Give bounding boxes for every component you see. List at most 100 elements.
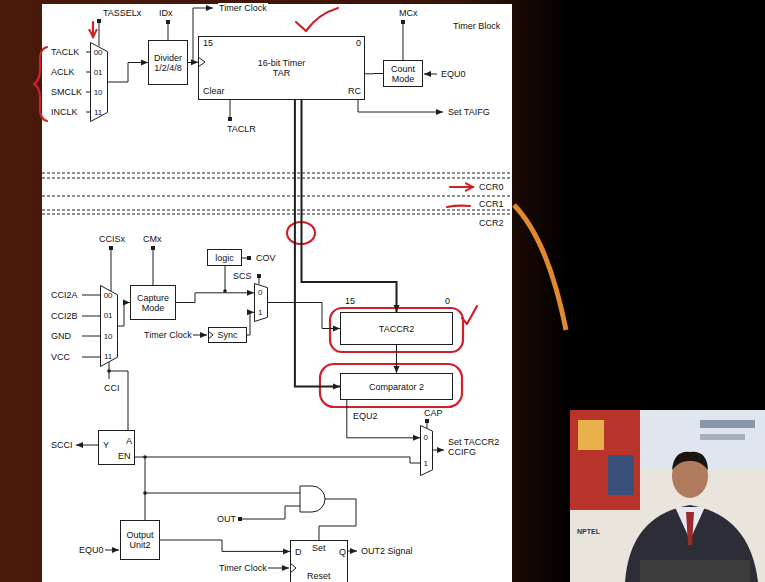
signal-label: CCI [103,383,121,393]
node-text: Capture Mode [133,293,173,313]
signal-wire [358,100,443,112]
node-text: EN [118,451,131,461]
signal-wire [242,506,300,519]
red-annotation [92,22,94,37]
signal-wire [259,278,260,284]
output-unit-box: Output Unit2 [120,520,160,560]
signal-label: OUT2 Signal [360,546,414,556]
node-text: 11 [90,108,106,117]
mux-outline [421,426,433,476]
presenter-video [686,512,694,545]
signal-label: SMCLK [50,87,83,97]
node-text: logic [215,253,234,263]
register-box: TACCR2 [340,312,453,345]
control-bit-square [238,517,242,521]
node-text: TACCR2 [379,324,414,334]
signal-wire [300,486,325,512]
signal-label: 0 [355,38,362,48]
signal-label: 15 [344,296,356,306]
signal-wire [42,8,512,573]
connector-wire [247,312,254,335]
signal-label: CCI2B [50,311,79,321]
data-bus [302,100,397,312]
mux-selector: 00 01 10 11 [90,42,108,122]
node-text: 01 [100,311,116,320]
connector-wire [188,62,198,63]
signal-label: VCC [50,352,71,362]
flip-flop-box: DSetQReset [290,540,348,582]
connector-wire [176,293,254,303]
node-text: 1/2/4/8 [154,63,182,73]
presenter-video [640,410,765,470]
control-bit-square [228,117,232,121]
divider-box: Divider1/2/4/8 [148,40,188,85]
node-text: Set [312,543,326,553]
node-text: 00 [90,48,106,57]
node-text: TAR [273,68,290,78]
capture-mode-box: Capture Mode [130,285,176,320]
signal-wire [109,371,128,430]
connector-wire [108,63,148,83]
signal-label: EQU2 [352,411,379,421]
node-text: 01 [90,68,106,77]
signal-label: CCR0 [478,182,505,192]
node-text: Output Unit2 [123,530,157,550]
control-bit-square [97,19,429,521]
signal-label: Clear [202,86,226,96]
signal-wire [145,493,300,494]
signal-label: SCCI [50,440,74,450]
signal-wire [192,335,207,336]
signal-wire [76,445,98,446]
signal-wire [225,266,226,291]
signal-wire [242,258,247,259]
signal-label: Timer Clock [218,3,268,13]
diagram-panel [42,4,512,582]
red-annotation [34,47,47,121]
signal-label: COV [255,253,277,263]
signal-label: GND [50,331,72,341]
comparator-box: Comparator 2 [340,373,453,400]
mux-outline [420,425,433,476]
node-text: Sync [217,330,237,340]
node-text: 00 [100,291,116,300]
red-annotation [462,306,477,324]
signal-label: CCISx [98,234,126,244]
signal-wire [403,24,404,60]
connector-wire [365,73,383,74]
node-text: Count Mode [386,64,420,84]
control-bit-square [247,256,251,260]
count-mode-box: Count Mode [383,60,423,87]
control-bit-square [223,289,227,293]
control-bit-square [166,20,170,24]
signal-label: TACLK [50,47,80,57]
node-text: 1 [420,459,432,468]
mux-selector: 01 [420,425,433,476]
signal-label: IDx [158,8,174,18]
mux-outline [255,284,268,322]
signal-wire [135,457,420,463]
signal-label: 0 [444,296,451,306]
presenter-video [578,420,604,450]
decor-swoosh [514,205,566,330]
mux-selector: 00011011 [100,285,118,367]
signal-wire [198,57,205,67]
node-text: 10 [90,88,106,97]
signal-wire [348,551,357,552]
signal-label: EQU0 [440,69,467,79]
signal-label: INCLK [50,107,79,117]
signal-label: Set TAIFG [447,107,491,117]
connector-wire [268,303,340,329]
presenter-video [625,505,758,582]
node-text: 16-bit Timer [258,58,306,68]
presenter-video [608,455,634,495]
signal-wire [42,173,512,214]
node-text: Divider [154,53,182,63]
signal-label: Timer Block [452,21,501,31]
node-text: Reset [307,571,331,581]
node-text: 0 [254,288,267,297]
signal-wire [268,568,289,569]
signal-label: TASSELx [102,8,142,18]
